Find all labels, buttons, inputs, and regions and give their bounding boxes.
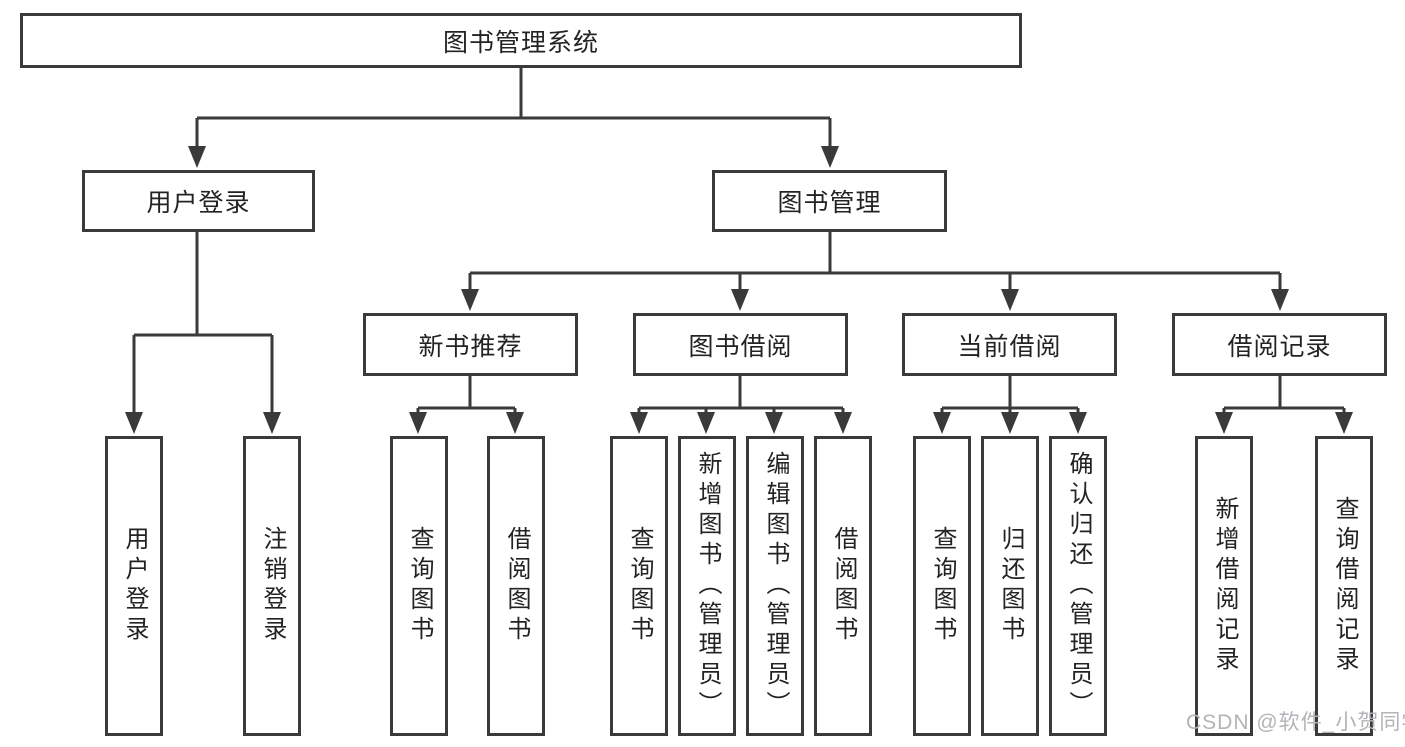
node-user-login: 用户登录 <box>82 170 315 232</box>
leaf-logout: 注销登录 <box>243 436 301 736</box>
leaf-query-books-borrowing: 查询图书 <box>610 436 668 736</box>
node-book-borrowing: 图书借阅 <box>633 313 848 376</box>
node-label: 当前借阅 <box>957 332 1062 361</box>
leaf-return-books: 归还图书 <box>981 436 1039 736</box>
node-label: 图书借阅 <box>688 332 793 361</box>
node-label: 编辑图书（管理员） <box>762 451 789 721</box>
node-label: 用户登录 <box>146 189 251 217</box>
node-label: 用户登录 <box>121 526 148 646</box>
csdn-watermark: CSDN @软件_小贺同学 <box>1186 711 1405 734</box>
node-label: 归还图书 <box>997 526 1024 646</box>
leaf-borrow-books-recommend: 借阅图书 <box>487 436 545 736</box>
node-label: 查询借阅记录 <box>1331 496 1358 676</box>
leaf-user-login: 用户登录 <box>105 436 163 736</box>
node-label: 借阅图书 <box>830 526 857 646</box>
node-book-management: 图书管理 <box>712 170 947 232</box>
node-label: 查询图书 <box>626 526 653 646</box>
node-label: 图书管理 <box>777 189 882 217</box>
node-label: 借阅图书 <box>503 526 530 646</box>
node-borrowing-records: 借阅记录 <box>1172 313 1387 376</box>
leaf-edit-book-admin: 编辑图书（管理员） <box>746 436 804 736</box>
leaf-confirm-return-admin: 确认归还（管理员） <box>1049 436 1107 736</box>
leaf-borrow-books-borrowing: 借阅图书 <box>814 436 872 736</box>
node-label: 查询图书 <box>929 526 956 646</box>
node-label: 借阅记录 <box>1227 332 1332 361</box>
node-label: 注销登录 <box>259 526 286 646</box>
node-label: 查询图书 <box>406 526 433 646</box>
node-label: 图书管理系统 <box>442 28 599 57</box>
node-label: 新增图书（管理员） <box>694 451 721 721</box>
node-label: 确认归还（管理员） <box>1065 451 1092 721</box>
leaf-query-books-current: 查询图书 <box>913 436 971 736</box>
leaf-query-books-recommend: 查询图书 <box>390 436 448 736</box>
leaf-add-borrow-record: 新增借阅记录 <box>1195 436 1253 736</box>
node-library-management-system: 图书管理系统 <box>20 13 1022 68</box>
node-current-borrowing: 当前借阅 <box>902 313 1117 376</box>
leaf-add-book-admin: 新增图书（管理员） <box>678 436 736 736</box>
node-new-book-recommendation: 新书推荐 <box>363 313 578 376</box>
leaf-query-borrow-record: 查询借阅记录 <box>1315 436 1373 736</box>
node-label: 新增借阅记录 <box>1211 496 1238 676</box>
node-label: 新书推荐 <box>418 332 523 361</box>
